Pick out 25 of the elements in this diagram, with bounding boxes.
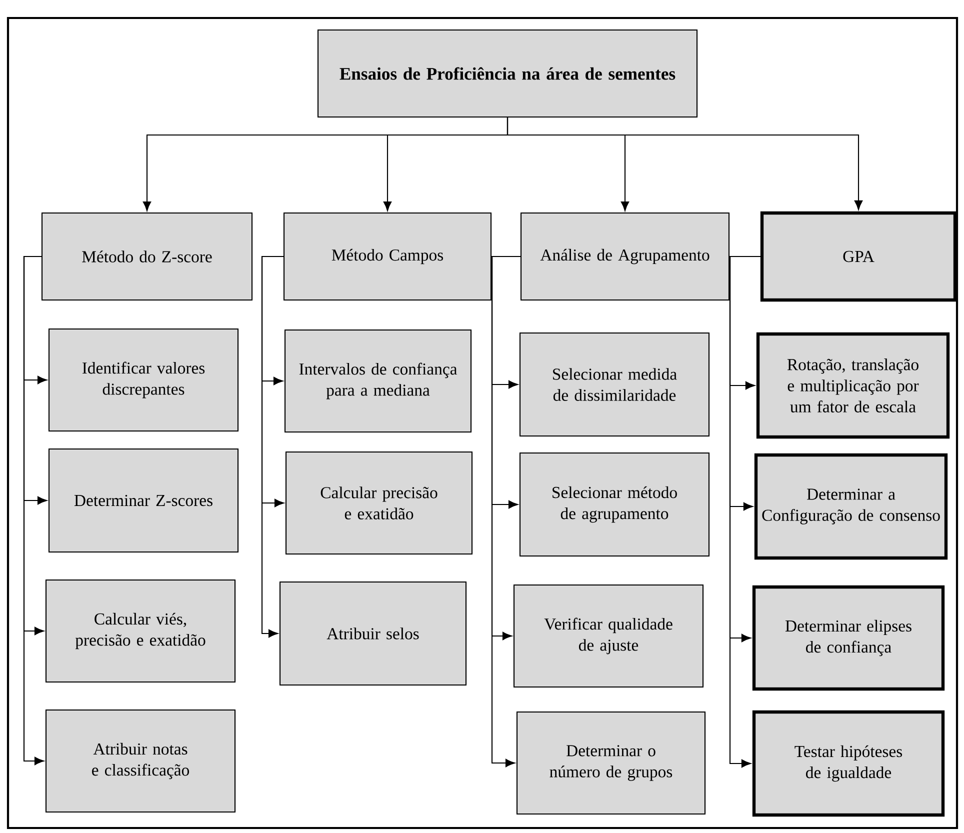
arrow — [23, 256, 44, 766]
arrow — [729, 256, 760, 768]
process-box: Determinar o número de grupos — [516, 711, 706, 815]
process-box: Selecionar medida de dissimilaridade — [519, 332, 710, 437]
process-box: Método do Z-score — [41, 212, 253, 301]
process-box: GPA — [760, 211, 957, 302]
process-box: Análise de Agrupamento — [520, 212, 730, 301]
process-box: Rotação, translação e multiplicação por um fator de escala — [756, 332, 950, 439]
process-box: Intervalos de confiança para a mediana — [284, 329, 472, 433]
process-box: Calcular precisão e exatidão — [285, 451, 473, 555]
process-box: Atribuir notas e classificação — [45, 709, 236, 813]
process-box: Determinar a Configuração de consenso — [754, 453, 948, 560]
arrow — [261, 256, 284, 638]
process-box: Testar hipóteses de igualdade — [752, 710, 945, 817]
arrow — [491, 256, 520, 768]
process-box: Atribuir selos — [279, 581, 467, 686]
process-box: Calcular viés, precisão e exatidão — [45, 579, 236, 683]
process-box: Determinar Z-scores — [48, 448, 239, 553]
process-box: Identificar valores discrepantes — [48, 328, 239, 432]
process-box: Método Campos — [283, 212, 492, 301]
process-box: Selecionar método de agrupamento — [519, 452, 710, 557]
process-box: Determinar elipses de confiança — [752, 585, 945, 691]
process-box: Verificar qualidade de ajuste — [513, 584, 704, 688]
arrow — [506, 118, 863, 210]
title-box: Ensaios de Proficiência na área de sementes — [317, 29, 698, 118]
